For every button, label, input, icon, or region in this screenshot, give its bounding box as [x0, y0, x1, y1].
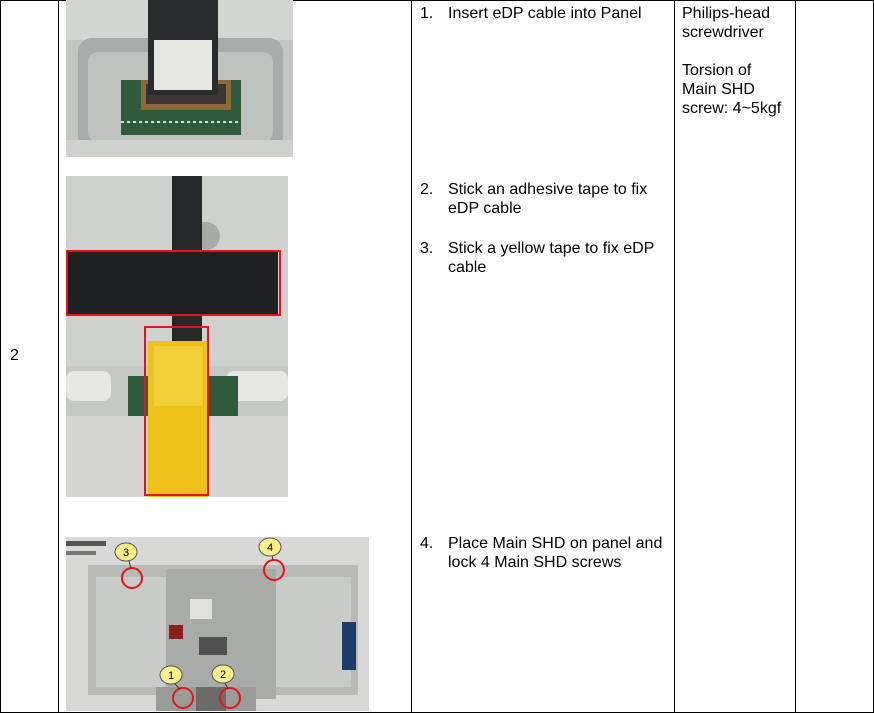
svg-text:3: 3	[123, 547, 129, 559]
column-divider	[795, 0, 796, 713]
tools-column: Philips-head screwdriver Torsion of Main…	[682, 4, 790, 137]
step-number: 2	[10, 347, 19, 364]
step-item-number: 4.	[420, 535, 434, 552]
svg-text:1: 1	[168, 670, 174, 682]
step-item-text: Insert eDP cable into Panel	[448, 5, 642, 22]
step-item-number: 1.	[420, 5, 434, 22]
table-border-top	[0, 0, 874, 1]
tool-name: Philips-head screwdriver	[682, 5, 771, 41]
step-item-number: 2.	[420, 181, 434, 198]
step-item-text: Stick a yellow tape to fix eDP cable	[448, 240, 655, 276]
step-item: 4. Place Main SHD on panel and lock 4 Ma…	[420, 534, 668, 572]
column-divider	[674, 0, 675, 713]
photo-tape-fixing	[66, 176, 288, 497]
svg-text:4: 4	[267, 542, 273, 554]
svg-text:2: 2	[220, 669, 226, 681]
step-item: 2. Stick an adhesive tape to fix eDP cab…	[420, 180, 668, 218]
column-divider	[411, 0, 412, 713]
photo-edp-connector	[66, 0, 293, 157]
screw-callout-3: 3	[114, 542, 138, 562]
step-item-text: Place Main SHD on panel and lock 4 Main …	[448, 535, 663, 571]
notes-cell	[796, 1, 873, 712]
photo-main-shd: 3 4 1 2	[66, 537, 369, 711]
step-item: 3. Stick a yellow tape to fix eDP cable	[420, 239, 668, 277]
screw-callout-4: 4	[258, 537, 282, 557]
step-item: 1. Insert eDP cable into Panel	[420, 4, 668, 23]
step-item-text: Stick an adhesive tape to fix eDP cable	[448, 181, 648, 217]
table-border-left	[0, 0, 1, 713]
screw-callout-2: 2	[211, 664, 235, 684]
screw-callout-1: 1	[159, 665, 183, 685]
torsion-spec: Torsion of Main SHD screw: 4~5kgf	[682, 62, 782, 117]
column-divider	[58, 0, 59, 713]
step-item-number: 3.	[420, 240, 434, 257]
